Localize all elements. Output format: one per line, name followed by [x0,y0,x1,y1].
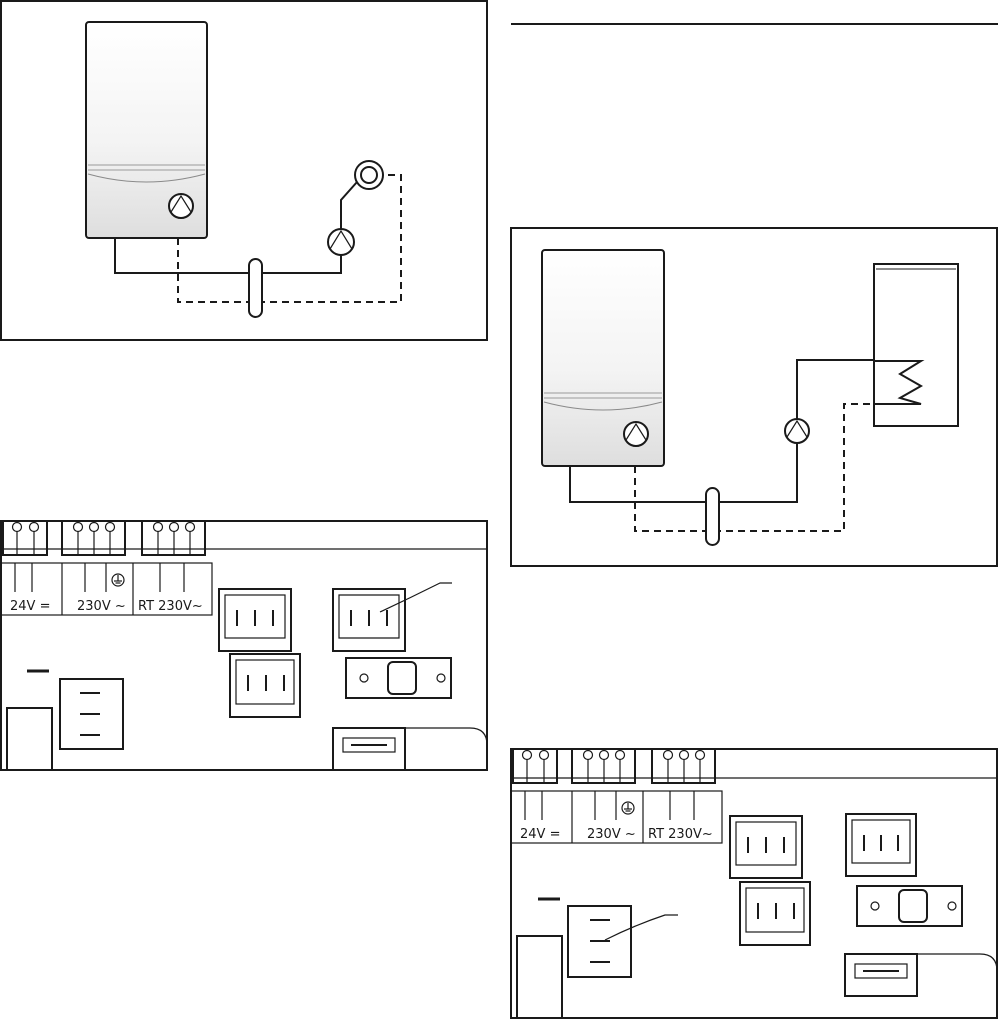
boiler-pump-icon [169,194,193,218]
label-24v: 24V = [10,599,50,614]
hot-water-cylinder [874,264,958,426]
earth-icon [112,574,124,586]
terminal-board-left: 24V = 230V ~ RT 230V~ [1,521,487,770]
connector-3pin-lower [740,882,810,945]
earth-icon [622,802,634,814]
heating-diagram-top-left [1,1,487,340]
label-rt-230v: RT 230V~ [138,599,203,614]
boiler-unit [542,250,664,466]
label-rt-230v: RT 230V~ [648,827,713,842]
radiator-icon [355,161,383,189]
heat-exchanger-coil-icon [874,361,921,404]
terminal-block-rt [142,521,205,555]
terminal-block-230v [62,521,125,555]
pipe-clamp-icon [706,488,719,545]
fuse-holder [845,954,917,996]
display-window [857,886,962,926]
connector-3pin [219,589,291,651]
boiler-pump-icon [624,422,648,446]
terminal-block-24v [3,521,47,555]
return-pipe [635,404,874,531]
display-window [346,658,451,698]
leader-line [605,915,678,940]
label-24v: 24V = [520,827,560,842]
return-pipe [178,175,401,302]
external-pump-icon [328,229,354,255]
leader-line [380,583,452,612]
transformer-block [7,708,52,770]
connector-vertical-highlighted [568,906,631,977]
connector-vertical [60,679,123,749]
terminal-board-right: 24V = 230V ~ RT 230V~ [511,749,997,1018]
transformer-block [517,936,562,1018]
diagram-frame [1,1,487,340]
connector-3pin-right [846,814,916,876]
connector-3pin [730,816,802,878]
boiler-unit [86,22,207,238]
board-frame [1,521,487,770]
pipe-clamp-icon [249,259,262,317]
label-230v: 230V ~ [77,599,126,614]
external-pump-icon [785,419,809,443]
heating-diagram-top-right [511,228,997,566]
fuse-holder [333,728,405,770]
label-230v: 230V ~ [587,827,636,842]
connector-3pin-lower [230,654,300,717]
connector-3pin-highlighted [333,589,405,651]
